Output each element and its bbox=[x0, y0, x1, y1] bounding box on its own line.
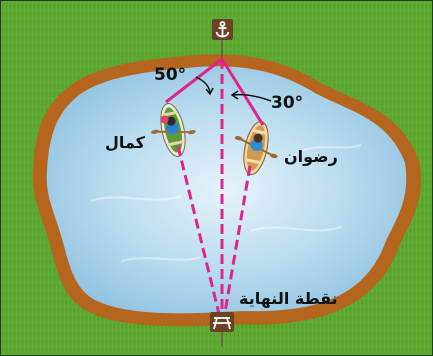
anchor-icon bbox=[215, 21, 230, 38]
angle-arrow-right bbox=[230, 90, 272, 102]
path-lines bbox=[165, 57, 265, 319]
picnic-table-icon bbox=[213, 317, 231, 330]
picnic-sign bbox=[210, 312, 234, 332]
dashed-path-radwan bbox=[222, 165, 252, 319]
angle-arrow-left bbox=[195, 76, 214, 96]
solid-line-kamal bbox=[165, 57, 223, 104]
boat-label-radwan: رضوان bbox=[284, 147, 338, 166]
lake-water bbox=[46, 66, 407, 314]
solid-line-radwan bbox=[220, 58, 265, 126]
water-ripples bbox=[90, 144, 362, 262]
boat-radwan bbox=[234, 120, 278, 176]
boat-label-kamal: كمال bbox=[105, 133, 145, 152]
anchor-sign bbox=[212, 19, 233, 40]
boat-kamal bbox=[151, 102, 196, 158]
angle-label-right: 30° bbox=[271, 93, 304, 113]
end-point-label: نقطة النهاية bbox=[239, 289, 338, 308]
angle-label-left: 50° bbox=[154, 65, 187, 85]
